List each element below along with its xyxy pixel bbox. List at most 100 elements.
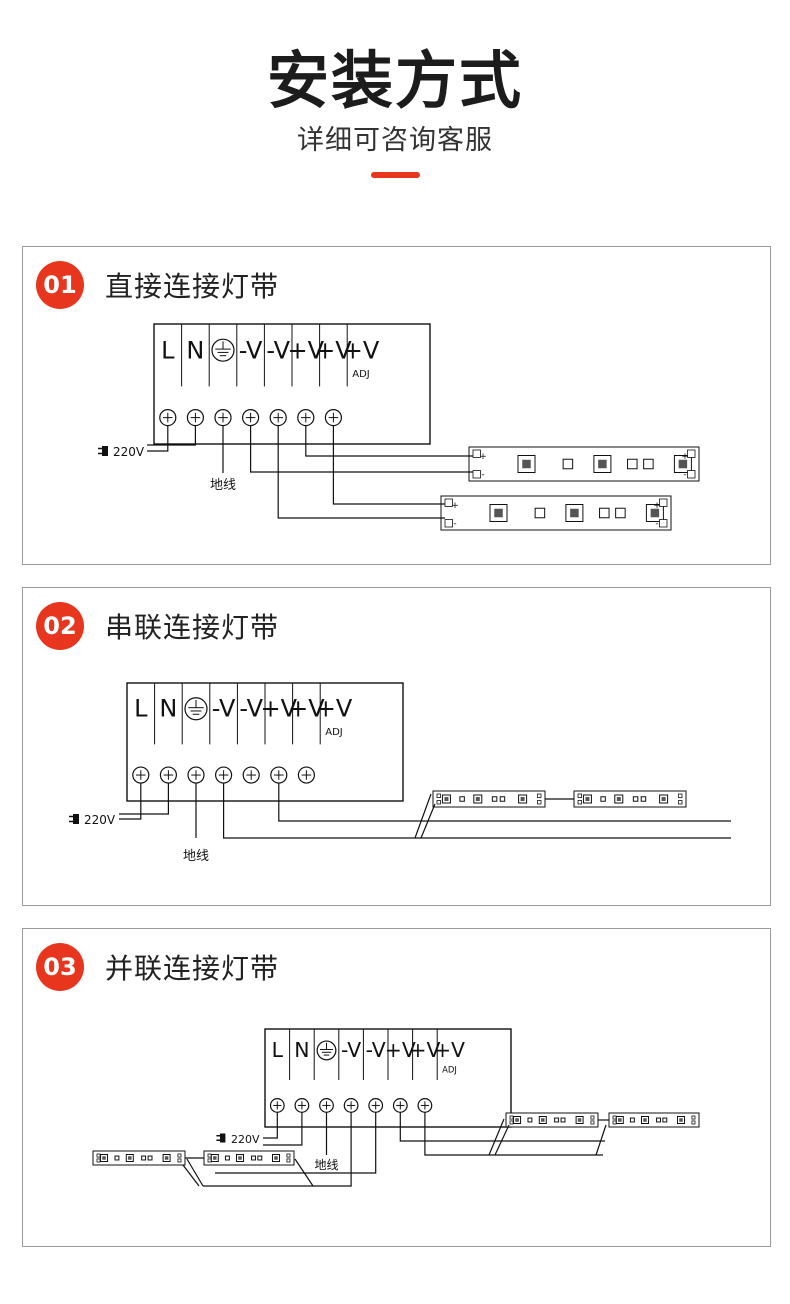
wire bbox=[294, 1158, 314, 1187]
led-chip bbox=[494, 508, 503, 518]
led-strip-body bbox=[440, 495, 672, 531]
polarity-plus: + bbox=[653, 501, 661, 511]
solder-pad bbox=[537, 800, 542, 805]
terminal-label: +V bbox=[343, 336, 380, 364]
terminal-label: +V bbox=[434, 1038, 465, 1062]
led-chip bbox=[656, 1117, 661, 1123]
solder-pad bbox=[509, 1115, 514, 1120]
solder-pad bbox=[687, 449, 696, 458]
wire bbox=[277, 425, 445, 519]
solder-pad bbox=[472, 449, 481, 458]
led-chip bbox=[522, 459, 531, 469]
ground-icon bbox=[184, 697, 208, 721]
terminal-label: +V bbox=[409, 1038, 440, 1062]
led-chip bbox=[577, 1118, 582, 1122]
led-chip bbox=[527, 1117, 533, 1123]
solder-pad bbox=[96, 1153, 101, 1158]
solder-pad bbox=[207, 1158, 212, 1163]
solder-pad bbox=[472, 470, 481, 479]
led-chip bbox=[600, 796, 606, 802]
led-strip bbox=[608, 1112, 700, 1128]
solder-pad bbox=[691, 1115, 696, 1120]
led-strip bbox=[573, 790, 687, 808]
solder-pad bbox=[444, 519, 453, 528]
wire bbox=[186, 1158, 204, 1187]
plug-icon bbox=[220, 1133, 226, 1143]
wire bbox=[263, 1112, 278, 1139]
solder-pad bbox=[96, 1158, 101, 1163]
solder-pad bbox=[286, 1153, 291, 1158]
polarity-minus: - bbox=[453, 519, 456, 529]
terminal-label: -V bbox=[266, 336, 290, 364]
terminal-label: L bbox=[134, 695, 148, 723]
led-chip bbox=[534, 507, 546, 519]
led-chip bbox=[499, 796, 506, 802]
led-chip bbox=[444, 797, 449, 801]
led-chip bbox=[128, 1156, 132, 1160]
solder-pad bbox=[537, 793, 542, 798]
wire bbox=[494, 1124, 510, 1156]
wire bbox=[203, 1112, 352, 1187]
terminal-label: N bbox=[159, 695, 177, 723]
led-chip bbox=[164, 1156, 169, 1160]
terminal-label: +V bbox=[315, 336, 352, 364]
solder-pad bbox=[678, 800, 683, 805]
led-chip bbox=[661, 797, 666, 801]
page-title: 安装方式 bbox=[266, 44, 523, 117]
polarity-minus: - bbox=[655, 519, 658, 529]
ground-wire-label: 地线 bbox=[210, 478, 236, 493]
wire bbox=[488, 1118, 505, 1156]
accent-bar bbox=[371, 172, 420, 178]
section-number-badge: 03 bbox=[36, 943, 84, 991]
led-chip bbox=[274, 1156, 278, 1160]
terminal-label: +V bbox=[261, 695, 298, 723]
wire bbox=[414, 793, 432, 839]
wire bbox=[399, 1112, 605, 1142]
solder-pad bbox=[590, 1120, 595, 1125]
wire bbox=[215, 1112, 377, 1174]
terminal-label: N bbox=[294, 1038, 309, 1062]
led-chip bbox=[141, 1155, 147, 1161]
led-chip bbox=[616, 797, 621, 801]
led-chip bbox=[520, 797, 525, 801]
wire bbox=[305, 425, 473, 457]
led-strip bbox=[505, 1112, 599, 1128]
led-chip bbox=[615, 507, 626, 519]
page-subtitle: 详细可咨询客服 bbox=[297, 125, 493, 156]
led-chip bbox=[629, 1117, 635, 1123]
solder-pad bbox=[577, 793, 582, 798]
led-chip bbox=[562, 458, 574, 470]
wire bbox=[147, 425, 196, 446]
wire bbox=[332, 425, 445, 505]
solder-pad bbox=[436, 800, 441, 805]
wire bbox=[182, 1164, 200, 1187]
solder-pad bbox=[207, 1153, 212, 1158]
led-strip: +-+- bbox=[440, 495, 672, 531]
plug-icon bbox=[73, 814, 79, 824]
led-chip bbox=[632, 796, 639, 802]
wire bbox=[420, 803, 436, 839]
led-chip bbox=[662, 1117, 668, 1123]
terminal-label: L bbox=[272, 1038, 284, 1062]
wire bbox=[119, 783, 169, 815]
led-chip bbox=[224, 1155, 230, 1161]
terminal-sub-label: ADJ bbox=[325, 727, 343, 738]
terminal-label: L bbox=[161, 336, 175, 364]
led-strip bbox=[92, 1150, 186, 1166]
solder-pad bbox=[612, 1120, 617, 1125]
led-chip bbox=[643, 1118, 647, 1122]
wire bbox=[595, 1124, 607, 1156]
wire bbox=[223, 783, 731, 839]
solder-pad bbox=[612, 1115, 617, 1120]
wire bbox=[119, 783, 142, 820]
terminal-label: +V bbox=[288, 695, 325, 723]
led-strip-body bbox=[468, 446, 700, 482]
solder-pad bbox=[687, 470, 696, 479]
